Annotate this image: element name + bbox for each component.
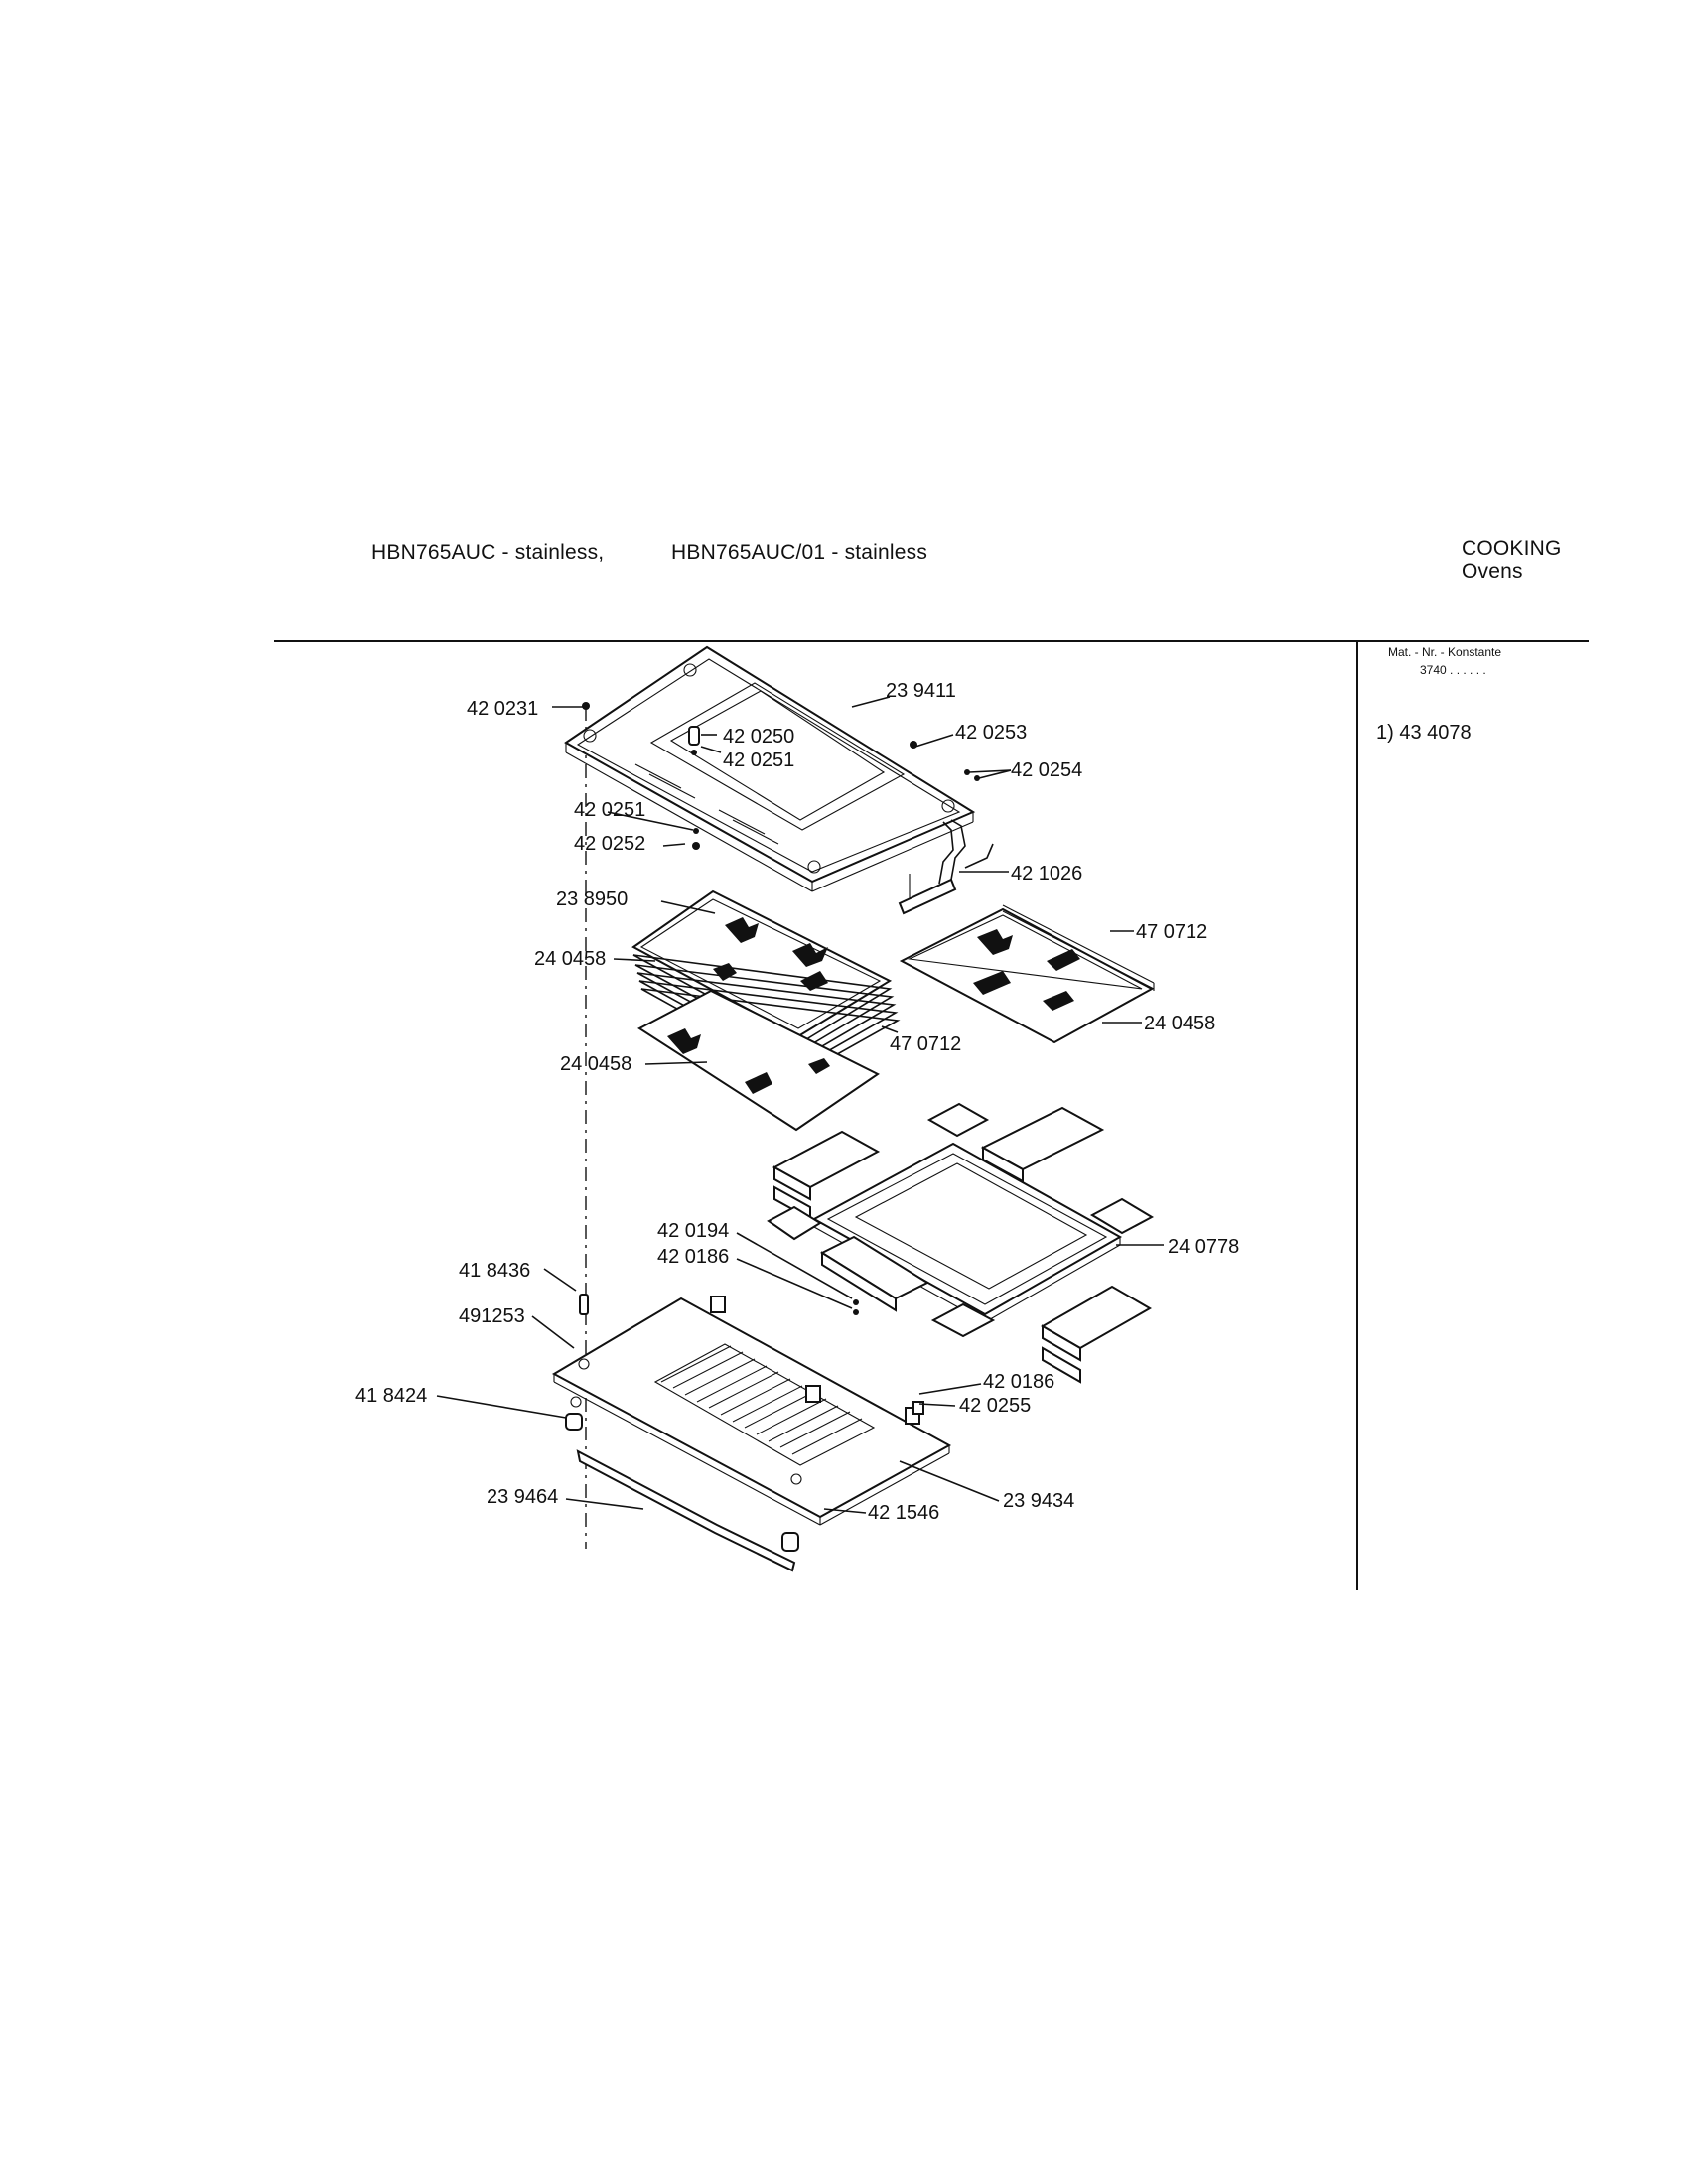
label-239411: 23 9411 [886,680,956,702]
label-491253: 491253 [459,1305,525,1327]
label-239464: 23 9464 [487,1486,558,1508]
part-labels: 42 0231 23 9411 42 0250 42 0251 42 0253 … [355,680,1239,1524]
glass-pane-lower [637,989,880,1132]
category-label: COOKING [1462,537,1562,560]
label-420251b: 42 0251 [574,799,645,821]
label-240458c: 24 0458 [560,1053,632,1075]
label-420252: 42 0252 [574,833,645,855]
spacer-part [579,1294,589,1315]
label-420231: 42 0231 [467,698,538,720]
label-420255: 42 0255 [959,1395,1031,1417]
label-421026: 42 1026 [1011,863,1082,885]
mat-nr-label: Mat. - Nr. - Konstante [1388,645,1502,659]
label-420194: 42 0194 [657,1220,729,1242]
door-outer-panel [551,1296,952,1526]
label-418436: 41 8436 [459,1260,530,1282]
label-418424: 41 8424 [355,1385,427,1407]
label-240458b: 24 0458 [1144,1013,1215,1034]
door-handle [565,1413,799,1572]
label-470712a: 47 0712 [1136,921,1207,943]
label-420253: 42 0253 [955,722,1027,744]
label-420250: 42 0250 [723,726,794,748]
subcategory-label: Ovens [1462,560,1523,583]
leader-lines [436,696,1164,1514]
fasteners [582,702,980,850]
label-421546: 42 1546 [868,1502,939,1524]
model-title-1: HBN765AUC - stainless, [371,541,605,564]
model-title-2: HBN765AUC/01 - stainless [671,541,928,564]
insulation-frame [811,1142,1123,1323]
label-470712b: 47 0712 [890,1033,961,1055]
door-inner-frame [564,645,976,892]
glass-pane-right [899,904,1155,1044]
footnote: 1) 43 4078 [1376,722,1472,744]
label-420254: 42 0254 [1011,759,1082,781]
label-420186a: 42 0186 [657,1246,729,1268]
label-420251a: 42 0251 [723,750,794,771]
label-239434: 23 9434 [1003,1490,1074,1512]
label-420186b: 42 0186 [983,1371,1054,1393]
label-238950: 23 8950 [556,888,628,910]
label-240458a: 24 0458 [534,948,606,970]
label-240778: 24 0778 [1168,1236,1239,1258]
hinge [898,819,994,915]
insulation-blocks [767,1102,1155,1384]
mat-nr-value: 3740 . . . . . . [1420,663,1486,677]
clip-part [912,1401,924,1415]
